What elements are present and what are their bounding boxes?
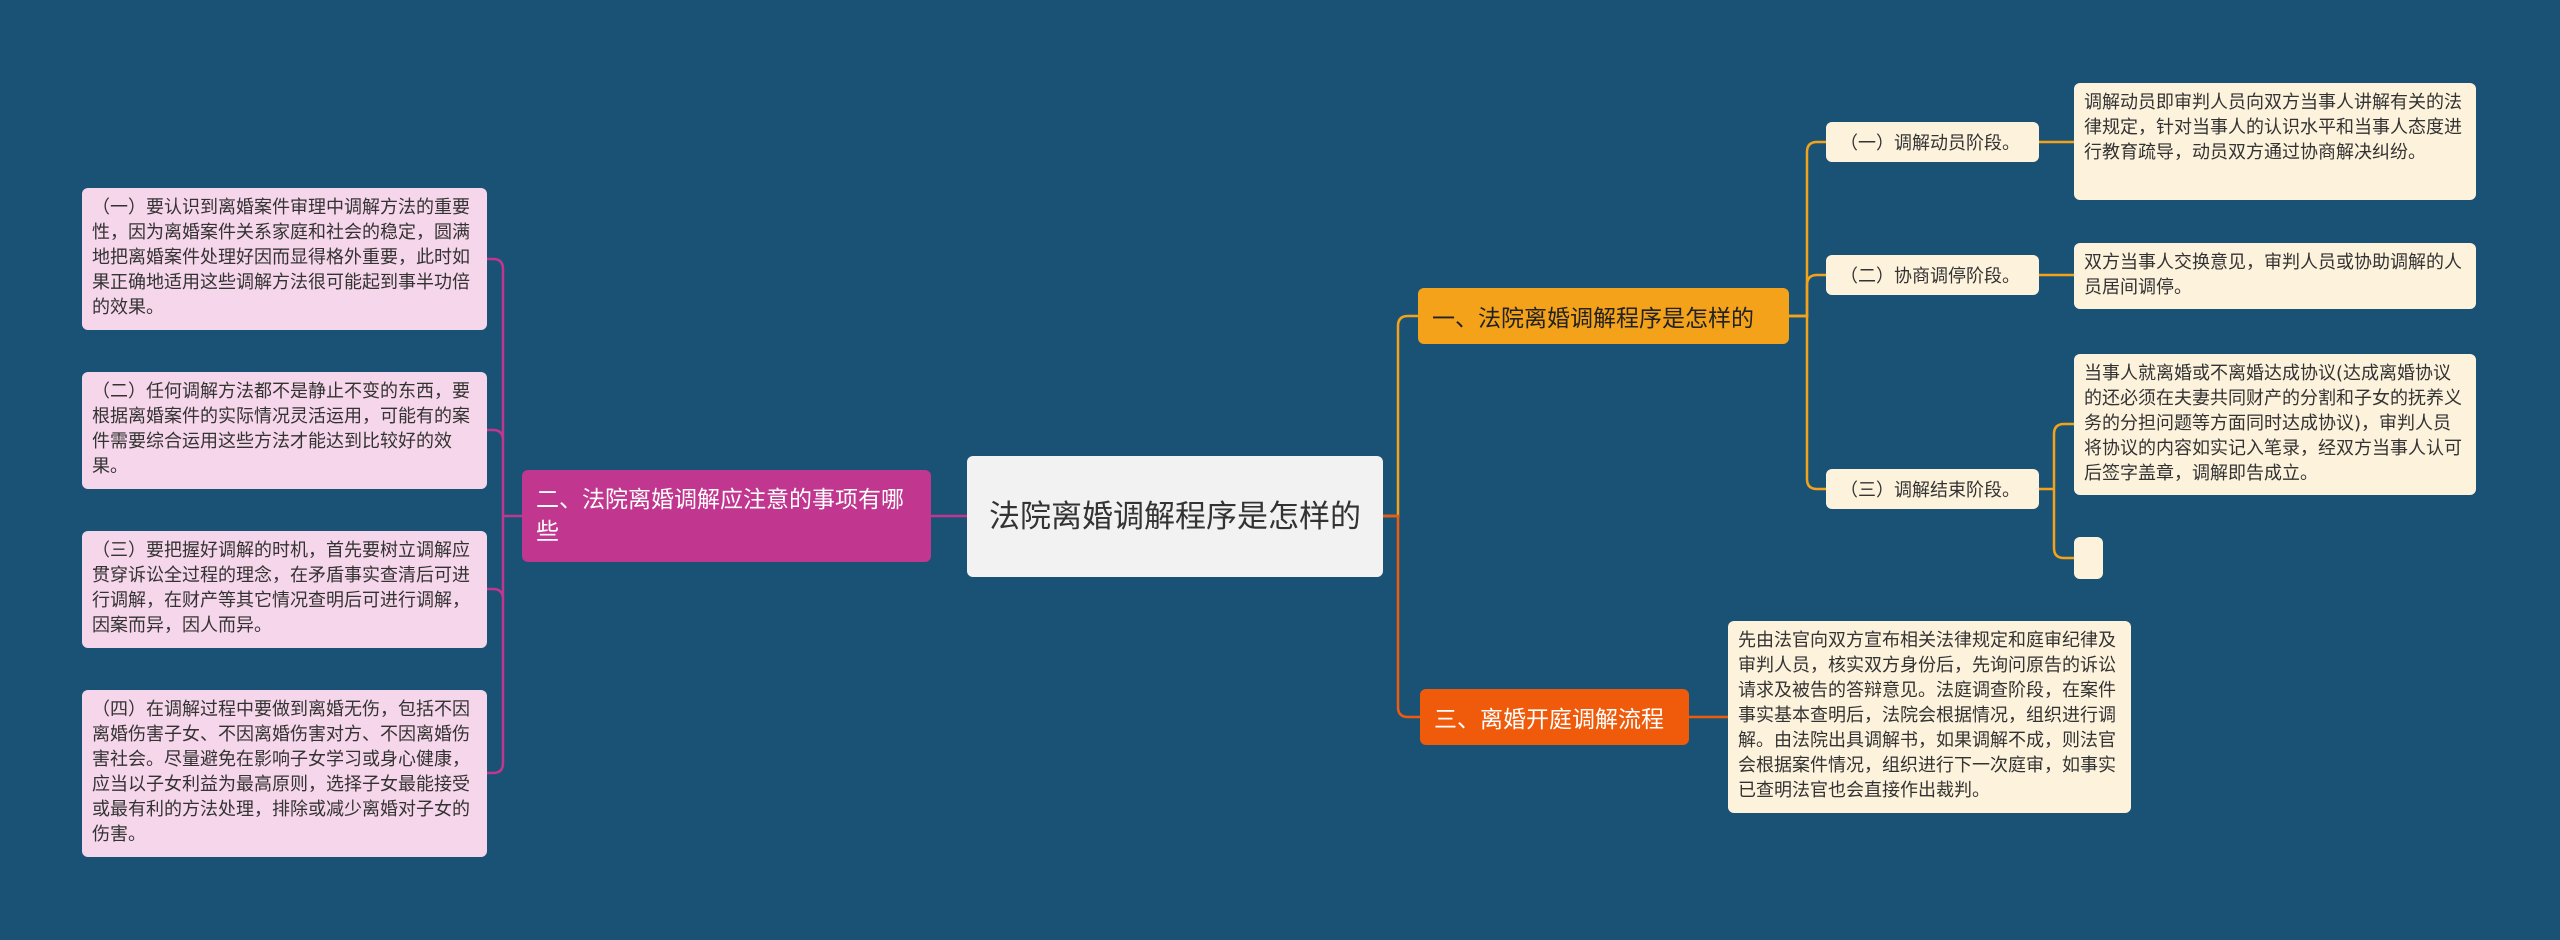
subtopic-negotiation-stage[interactable]: （二）协商调停阶段。: [1826, 255, 2039, 295]
branch-3-topic[interactable]: 三、离婚开庭调解流程: [1420, 689, 1689, 745]
link-branch1-sub1: [1789, 140, 1826, 318]
note-item-2[interactable]: （二）任何调解方法都不是静止不变的东西，要根据离婚案件的实际情况灵活运用，可能有…: [82, 372, 487, 489]
link-branch2-leafs: [487, 257, 522, 775]
note-item-3[interactable]: （三）要把握好调解的时机，首先要树立调解应贯穿诉讼全过程的理念，在矛盾事实查清后…: [82, 531, 487, 648]
detail-conclusion-empty[interactable]: [2074, 537, 2103, 579]
branch-2-topic[interactable]: 二、法院离婚调解应注意的事项有哪些: [522, 470, 931, 562]
root-topic[interactable]: 法院离婚调解程序是怎样的: [967, 456, 1383, 577]
note-item-4[interactable]: （四）在调解过程中要做到离婚无伤，包括不因离婚伤害子女、不因离婚伤害对方、不因离…: [82, 690, 487, 857]
subtopic-conclusion-stage[interactable]: （三）调解结束阶段。: [1826, 469, 2039, 509]
link-sub3-leafs: [2039, 422, 2074, 560]
link-root-branch3: [1383, 514, 1420, 719]
detail-court-mediation-process[interactable]: 先由法官向双方宣布相关法律规定和庭审纪律及审判人员，核实双方身份后，先询问原告的…: [1728, 621, 2131, 813]
subtopic-mediation-mobilization[interactable]: （一）调解动员阶段。: [1826, 122, 2039, 162]
link-branch1-sub3: [1789, 314, 1826, 491]
note-item-1[interactable]: （一）要认识到离婚案件审理中调解方法的重要性，因为离婚案件关系家庭和社会的稳定，…: [82, 188, 487, 330]
detail-mediation-mobilization[interactable]: 调解动员即审判人员向双方当事人讲解有关的法律规定，针对当事人的认识水平和当事人态…: [2074, 83, 2476, 200]
branch-1-topic[interactable]: 一、法院离婚调解程序是怎样的: [1418, 288, 1789, 344]
detail-conclusion-stage[interactable]: 当事人就离婚或不离婚达成协议(达成离婚协议的还必须在夫妻共同财产的分割和子女的抚…: [2074, 354, 2476, 495]
link-root-branch1: [1383, 314, 1418, 518]
detail-negotiation-stage[interactable]: 双方当事人交换意见，审判人员或协助调解的人员居间调停。: [2074, 243, 2476, 309]
link-branch1-sub2: [1789, 273, 1826, 318]
